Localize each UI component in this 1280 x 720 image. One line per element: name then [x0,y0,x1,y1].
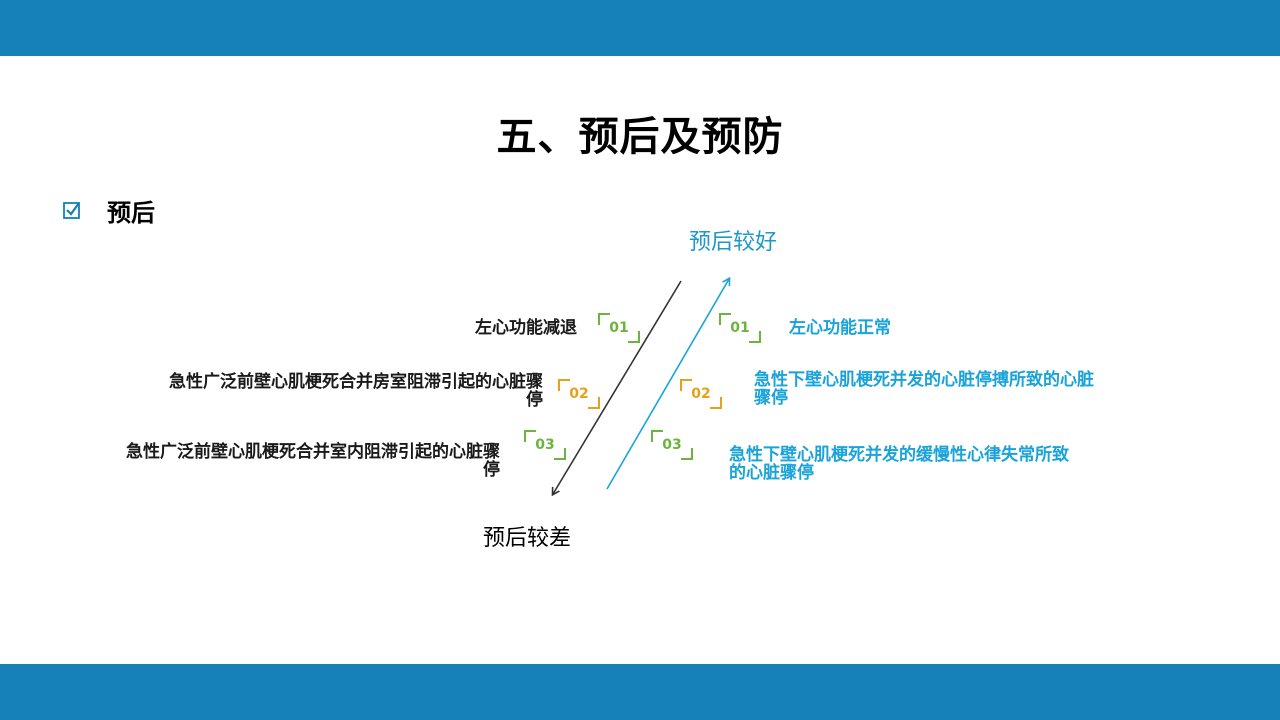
right-item-2: 急性下壁心肌梗死并发的心脏停搏所致的心脏骤停 [754,370,1094,408]
right-badge-2: 02 [680,379,722,409]
section-heading: 预后 [62,194,155,227]
worse-prognosis-arrow [553,280,682,494]
checkbox-checked-icon [63,202,80,219]
left-badge-2: 02 [558,379,600,409]
badge-number: 03 [662,437,682,453]
axis-label-bad: 预后较差 [483,526,572,551]
badge-number: 02 [691,386,711,402]
left-badge-3: 03 [524,430,566,460]
left-item-3: 急性广泛前壁心肌梗死合并室内阻滞引起的心脏骤停 [126,442,500,480]
badge-number: 03 [535,437,555,453]
slide-title: 五、预后及预防 [496,114,784,160]
top-banner [0,0,1280,56]
badge-number: 01 [730,320,750,336]
better-prognosis-arrow [606,279,729,490]
badge-number: 01 [609,320,629,336]
right-item-3: 急性下壁心肌梗死并发的缓慢性心律失常所致的心脏骤停 [729,445,1069,483]
right-badge-3: 03 [651,430,693,460]
right-badge-1: 01 [719,313,761,343]
badge-number: 02 [569,386,589,402]
axis-label-good: 预后较好 [689,230,778,255]
left-badge-1: 01 [598,313,640,343]
left-item-1: 左心功能减退 [475,318,577,338]
bottom-banner [0,664,1280,720]
left-item-2: 急性广泛前壁心肌梗死合并房室阻滞引起的心脏骤停 [169,372,543,410]
right-item-1: 左心功能正常 [789,318,891,338]
section-label: 预后 [107,198,155,227]
